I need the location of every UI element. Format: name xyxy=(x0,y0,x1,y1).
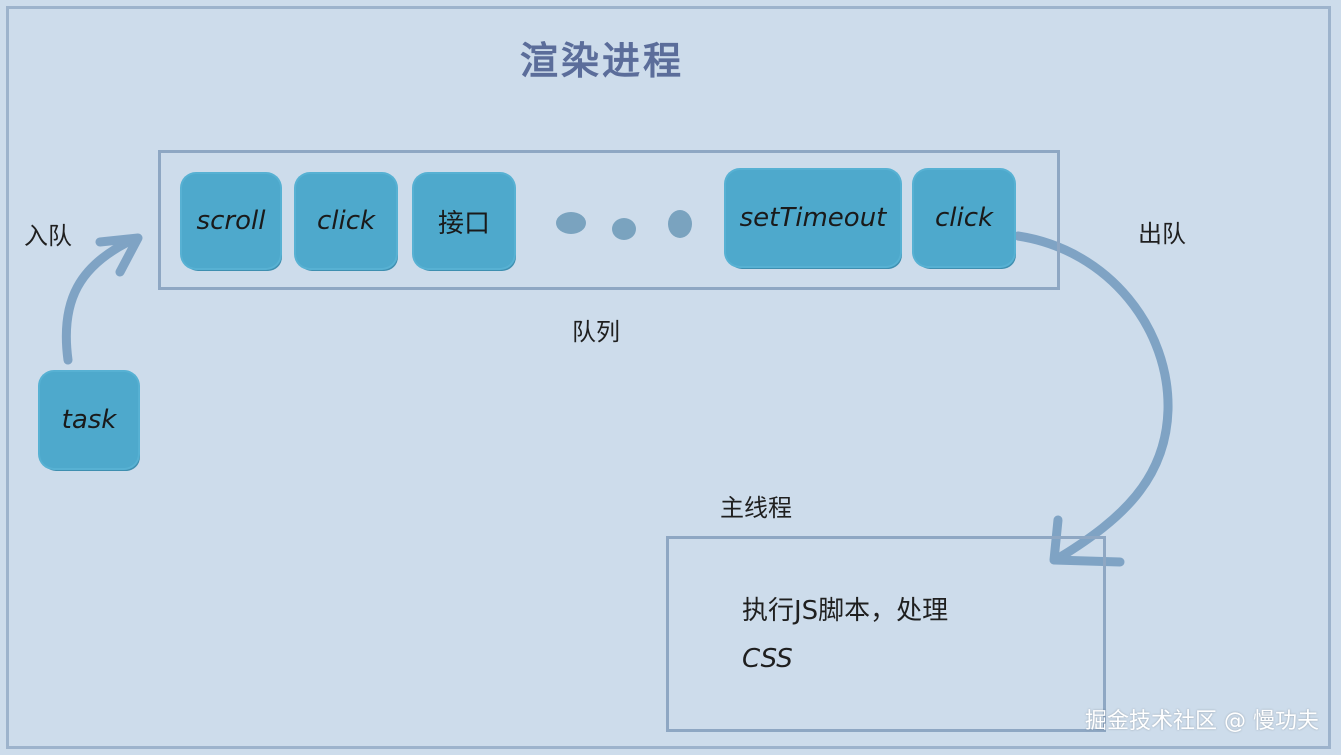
outer-frame xyxy=(6,6,1331,749)
ellipsis-dot xyxy=(668,210,692,238)
main-thread-text-line1: 执行JS脚本，处理 xyxy=(742,596,949,626)
task-chip: task xyxy=(40,372,138,468)
queue-label: 队列 xyxy=(572,318,620,346)
task-label: task xyxy=(61,405,117,435)
enqueue-label: 入队 xyxy=(24,222,72,250)
queue-item-label: click xyxy=(934,203,994,233)
queue-item-scroll: scroll xyxy=(182,174,280,268)
queue-item-label: 接口 xyxy=(437,208,490,239)
queue-box xyxy=(158,150,1060,290)
main-thread-label: 主线程 xyxy=(720,494,792,522)
ellipsis-dot xyxy=(612,218,636,240)
main-thread-box xyxy=(666,536,1106,732)
queue-item-label: click xyxy=(316,206,376,236)
watermark: 掘金技术社区 @ 慢功夫 xyxy=(1085,709,1319,734)
queue-item-click: click xyxy=(296,174,396,268)
ellipsis-dot xyxy=(556,212,586,234)
queue-item-label: scroll xyxy=(196,206,266,236)
queue-item-label: setTimeout xyxy=(739,203,887,233)
queue-item-interface: 接口 xyxy=(414,174,514,268)
queue-item-click-last: click xyxy=(914,170,1014,266)
diagram-title: 渲染进程 xyxy=(520,39,685,83)
main-thread-text-line2: CSS xyxy=(742,644,793,674)
dequeue-label: 出队 xyxy=(1138,220,1186,248)
queue-item-settimeout: setTimeout xyxy=(726,170,900,266)
